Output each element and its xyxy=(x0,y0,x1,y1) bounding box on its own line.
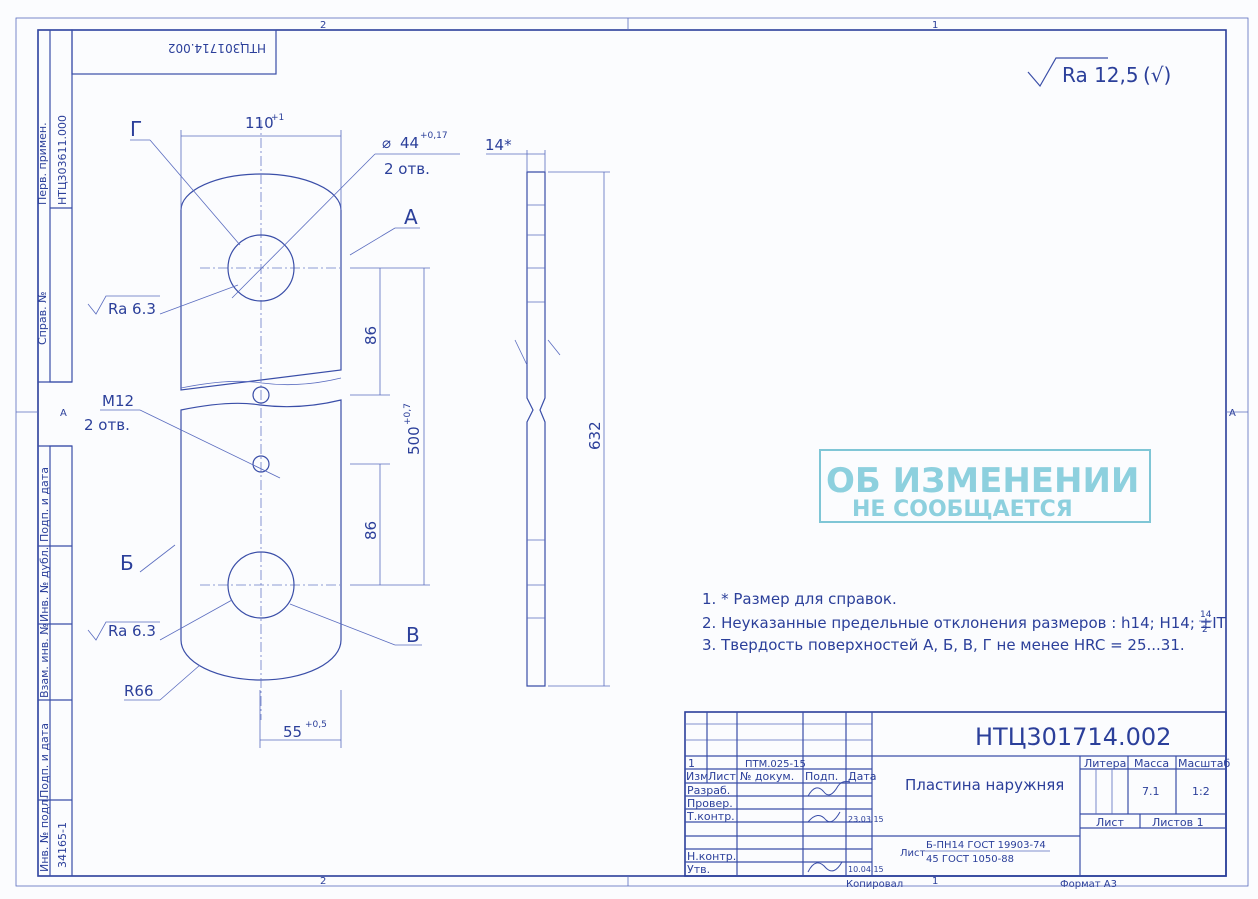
date-tkontr: 23.03.15 xyxy=(848,815,884,824)
part-name: Пластина наружняя xyxy=(905,776,1064,794)
row-nkontr: Н.контр. xyxy=(687,850,736,863)
zone-side-left: A xyxy=(60,408,67,419)
rough-top: Ra 6.3 xyxy=(108,300,156,318)
dim-86-bottom: 86 xyxy=(362,521,380,540)
note-1: 1. * Размер для справок. xyxy=(702,590,897,608)
left-side-strip: Перв. примен. НТЦ303611.000 Справ. № Под… xyxy=(36,29,73,877)
dim-width-bottom-tol: +0,5 xyxy=(305,720,327,730)
kopiroval: Копировал xyxy=(846,879,903,890)
technical-notes: 1. * Размер для справок. 2. Неуказанные … xyxy=(702,590,1227,654)
dim-width-top-tol: +1 xyxy=(271,113,284,123)
row-utv: Утв. xyxy=(687,863,710,876)
date-utv: 10.04.15 xyxy=(848,865,884,874)
col-data: Дата xyxy=(848,770,876,783)
title-block: НТЦ301714.002 1 ПТМ.025-15 Изм Лист № до… xyxy=(684,711,1230,877)
zone-top-right: 1 xyxy=(932,20,938,31)
note-3: 3. Твердость поверхностей А, Б, В, Г не … xyxy=(702,636,1185,654)
title-block-code: НТЦ301714.002 xyxy=(975,723,1171,751)
dim-hole-dia-symbol: ⌀ xyxy=(382,134,391,152)
general-roughness-value: Ra 12,5 xyxy=(1062,63,1139,87)
label-podp-data-1: Подп. и дата xyxy=(38,467,51,542)
dim-86-top: 86 xyxy=(362,326,380,345)
material-line-1: Б-ПН14 ГОСТ 19903-74 xyxy=(926,840,1046,851)
surface-label-g: Г xyxy=(130,117,142,141)
col-doc: № докум. xyxy=(740,770,794,783)
col-podp: Подп. xyxy=(805,770,838,783)
zone-side-right: A xyxy=(1229,408,1236,419)
roughness-paren-check: (√) xyxy=(1143,63,1171,87)
col-izm: Изм xyxy=(686,770,708,783)
list-label: Лист xyxy=(1096,816,1124,829)
plate-side-view xyxy=(514,171,561,687)
row-tkontr: Т.контр. xyxy=(686,810,735,823)
col-list: Лист xyxy=(708,770,736,783)
zone-bottom-left: 2 xyxy=(320,876,326,887)
label-inv-podl: Инв. № подл. xyxy=(38,796,51,872)
listov-label: Листов 1 xyxy=(1152,816,1204,829)
material-prefix: Лист xyxy=(900,848,926,859)
dim-hole-dia: 44 xyxy=(400,134,419,152)
dim-500-tol: +0,7 xyxy=(403,403,413,425)
signature-tkontr xyxy=(807,811,841,823)
surface-label-v: В xyxy=(406,623,420,647)
dim-hole-dia-tol: +0,17 xyxy=(420,131,448,141)
dim-width-bottom: 55 xyxy=(283,723,302,741)
label-perv-primen: Перв. примен. xyxy=(36,122,49,205)
surface-label-a: А xyxy=(404,205,418,229)
signature-razrab xyxy=(807,781,851,797)
format-label: Формат А3 xyxy=(1060,879,1117,890)
dim-632: 632 xyxy=(586,421,604,450)
thread-hole-bottom xyxy=(252,455,270,473)
sheet-trim xyxy=(15,17,1249,887)
note-2: 2. Неуказанные предельные отклонения раз… xyxy=(702,614,1227,632)
hole-top xyxy=(227,234,295,302)
dim-thickness: 14* xyxy=(485,136,512,154)
surface-label-b: Б xyxy=(120,551,134,575)
rev-doc: ПТМ.025-15 xyxy=(745,759,806,770)
masshtab-value: 1:2 xyxy=(1192,785,1210,798)
stamp-line-1: ОБ ИЗМЕНЕНИИ xyxy=(826,461,1139,501)
value-inv-podl: 34165-1 xyxy=(56,822,69,868)
note-2-frac-den: 2 xyxy=(1202,625,1208,635)
masshtab-label: Масштаб xyxy=(1178,757,1230,770)
litera-label: Литера xyxy=(1084,757,1126,770)
dim-500: 500 xyxy=(405,426,423,455)
general-roughness: Ra 12,5 (√) xyxy=(1027,57,1171,88)
label-podp-data-2: Подп. и дата xyxy=(38,723,51,798)
note-2-frac-num: 14 xyxy=(1200,610,1212,620)
dim-width-top: 110 xyxy=(245,114,274,132)
rotated-drawing-code: НТЦ301714.002 xyxy=(168,41,266,55)
row-razrab: Разраб. xyxy=(687,784,730,797)
dim-thread: M12 xyxy=(102,392,134,410)
plate-front-view xyxy=(180,120,342,720)
dim-radius: R66 xyxy=(124,682,154,700)
row-prover: Провер. xyxy=(687,797,733,810)
rev-num: 1 xyxy=(688,757,695,770)
massa-value: 7.1 xyxy=(1142,785,1160,798)
thread-hole-top xyxy=(252,386,270,404)
no-change-notice-stamp: ОБ ИЗМЕНЕНИИ НЕ СООБЩАЕТСЯ xyxy=(819,449,1151,523)
massa-label: Масса xyxy=(1134,757,1169,770)
zone-bottom-right: 1 xyxy=(932,876,938,887)
rough-bottom: Ra 6.3 xyxy=(108,622,156,640)
label-vzam-inv: Взам. инв. № xyxy=(38,623,51,698)
zone-top-left: 2 xyxy=(320,20,326,31)
signature-utv xyxy=(807,861,843,873)
label-inv-dubl: Инв. № дубл. xyxy=(38,547,51,622)
stamp-line-2: НЕ СООБЩАЕТСЯ xyxy=(852,497,1073,522)
label-sprav: Справ. № xyxy=(36,291,49,345)
dim-thread-count: 2 отв. xyxy=(84,416,130,434)
value-perv-primen: НТЦ303611.000 xyxy=(56,115,69,205)
hole-bottom xyxy=(227,551,295,619)
dim-hole-count: 2 отв. xyxy=(384,160,430,178)
rotated-code-box xyxy=(71,29,277,75)
material-line-2: 45 ГОСТ 1050-88 xyxy=(926,854,1014,865)
